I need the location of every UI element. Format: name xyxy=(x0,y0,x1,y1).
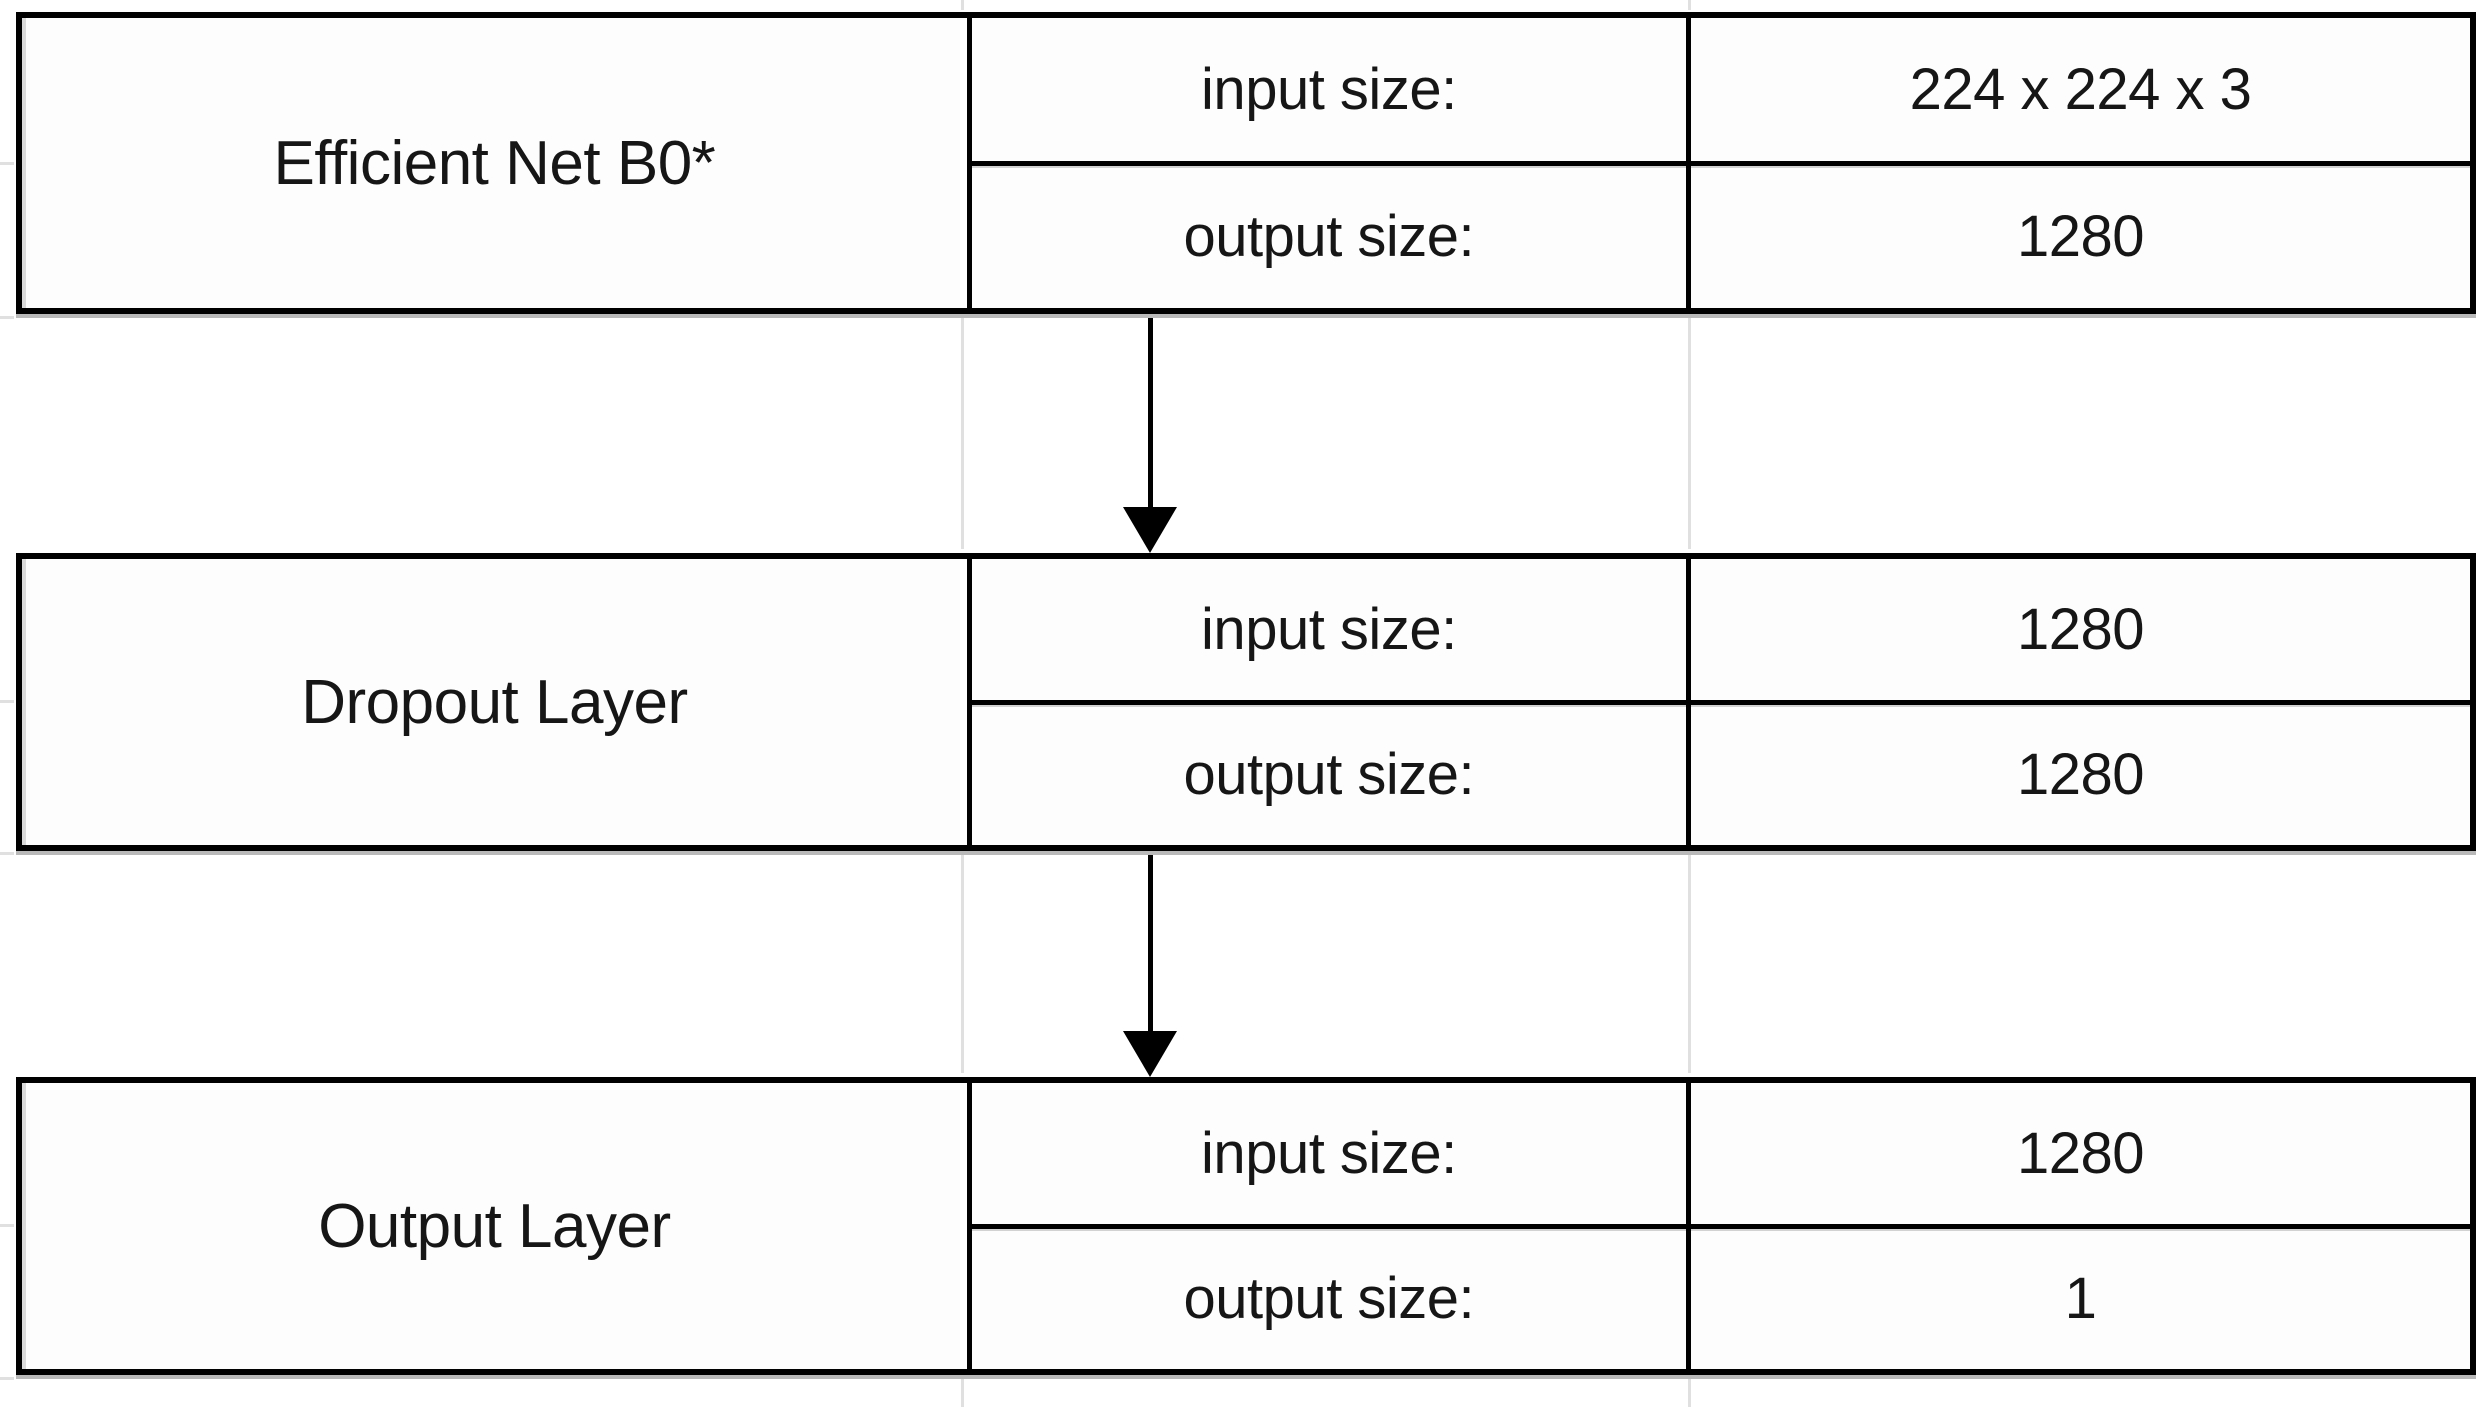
input-size-label-cell: input size: xyxy=(972,18,1691,161)
arrow-head xyxy=(1123,1031,1177,1077)
gridline xyxy=(0,1224,14,1227)
output-size-label: output size: xyxy=(1183,742,1475,808)
input-size-label-cell: input size: xyxy=(972,1083,1691,1224)
output-size-label: output size: xyxy=(1183,1266,1475,1332)
output-size-value-cell: 1280 xyxy=(1691,166,2470,309)
io-panel: input size: 1280 output size: 1280 xyxy=(971,559,2470,846)
layer-block-dropout: Dropout Layer input size: 1280 output si… xyxy=(16,553,2476,851)
output-row: output size: 1 xyxy=(972,1228,2470,1370)
gridline xyxy=(1688,1379,1691,1407)
io-panel: input size: 224 x 224 x 3 output size: 1… xyxy=(971,18,2470,309)
output-row: output size: 1280 xyxy=(972,704,2470,846)
gridline xyxy=(0,162,14,165)
gridline xyxy=(0,852,14,855)
output-size-label-cell: output size: xyxy=(972,704,1691,845)
gridline xyxy=(1688,855,1691,1073)
input-size-value: 1280 xyxy=(2016,596,2145,662)
layer-name: Output Layer xyxy=(318,1191,671,1261)
layer-name-cell: Efficient Net B0* xyxy=(22,18,972,308)
gridline xyxy=(0,316,14,319)
input-size-label: input size: xyxy=(1201,56,1457,122)
input-row: input size: 1280 xyxy=(971,559,2470,705)
input-row: input size: 1280 xyxy=(971,1083,2470,1229)
layer-block-efficient-net-b0: Efficient Net B0* input size: 224 x 224 … xyxy=(16,12,2476,314)
gridline xyxy=(0,700,14,703)
layer-block-output: Output Layer input size: 1280 output siz… xyxy=(16,1077,2476,1375)
arrow-down-icon xyxy=(1123,855,1177,1077)
input-size-value: 224 x 224 x 3 xyxy=(1909,56,2252,122)
gridline xyxy=(961,1379,964,1407)
gridline xyxy=(0,1377,14,1380)
output-size-value: 1280 xyxy=(2016,204,2145,270)
output-size-value-cell: 1 xyxy=(1691,1229,2470,1370)
input-size-value-cell: 224 x 224 x 3 xyxy=(1691,18,2470,161)
arrow-head xyxy=(1123,507,1177,553)
layer-name-cell: Dropout Layer xyxy=(22,559,972,845)
output-size-label-cell: output size: xyxy=(972,165,1691,308)
output-size-label-cell: output size: xyxy=(972,1228,1691,1369)
arrow-down-icon xyxy=(1123,318,1177,553)
gridline xyxy=(1688,318,1691,549)
io-panel: input size: 1280 output size: 1 xyxy=(971,1083,2470,1370)
gridline xyxy=(961,0,964,10)
output-size-value-cell: 1280 xyxy=(1691,705,2470,846)
output-size-label: output size: xyxy=(1183,204,1475,270)
output-size-value: 1280 xyxy=(2016,742,2145,808)
input-size-value-cell: 1280 xyxy=(1691,559,2470,700)
gridline xyxy=(961,318,964,549)
arrow-shaft xyxy=(1147,855,1153,1032)
input-size-label: input size: xyxy=(1201,1120,1457,1186)
gridline xyxy=(961,855,964,1073)
arrow-shaft xyxy=(1147,318,1153,508)
input-size-label-cell: input size: xyxy=(972,559,1691,700)
gridline xyxy=(1688,0,1691,10)
layer-name-cell: Output Layer xyxy=(22,1083,972,1369)
layer-name: Dropout Layer xyxy=(301,667,688,737)
output-size-value: 1 xyxy=(2064,1266,2097,1332)
input-size-value: 1280 xyxy=(2016,1120,2145,1186)
layer-name: Efficient Net B0* xyxy=(273,128,716,198)
input-size-label: input size: xyxy=(1201,596,1457,662)
input-size-value-cell: 1280 xyxy=(1691,1083,2470,1224)
input-row: input size: 224 x 224 x 3 xyxy=(971,18,2470,166)
output-row: output size: 1280 xyxy=(972,165,2470,309)
